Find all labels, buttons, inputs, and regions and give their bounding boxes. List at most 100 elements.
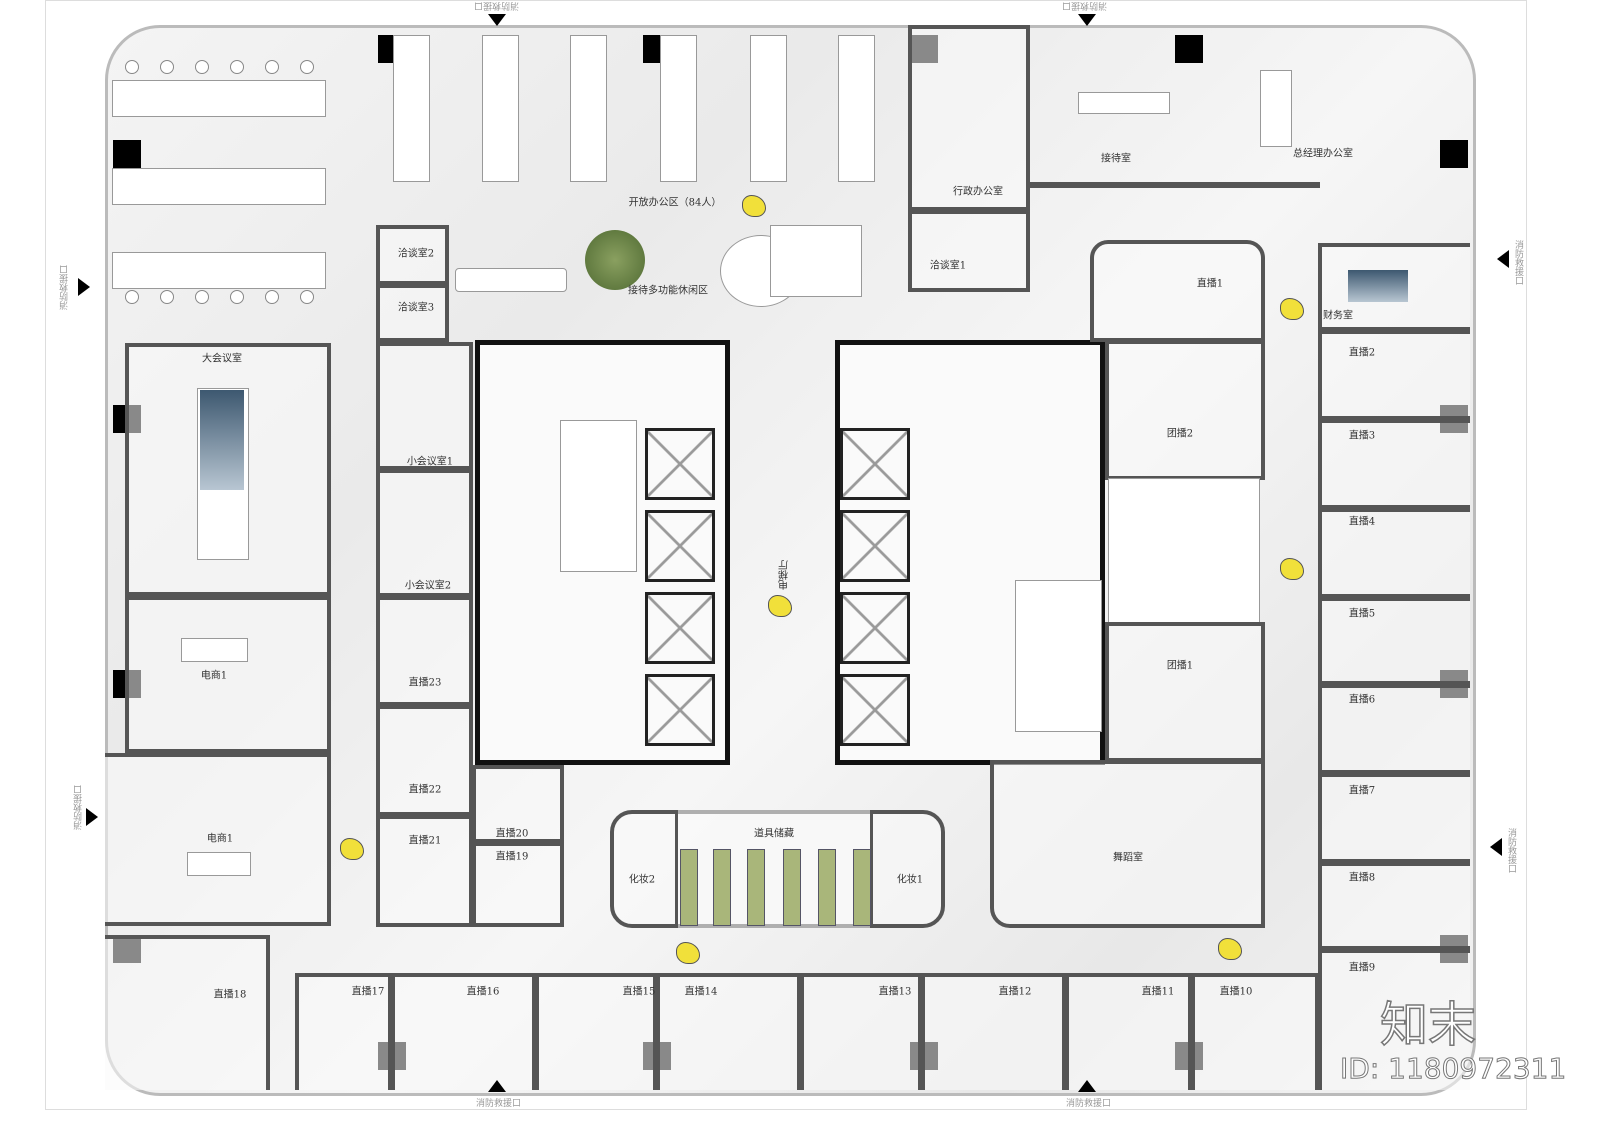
elevator-hall-label: 电梯厅 bbox=[779, 560, 791, 590]
live-room-21-label: 直播21 bbox=[408, 835, 442, 847]
structural-column bbox=[113, 140, 141, 168]
mascot-figure bbox=[340, 838, 364, 860]
chair bbox=[160, 60, 174, 74]
fire-rescue-label-left-1: 消防救援口 bbox=[60, 265, 70, 310]
live-room-20-label: 直播20 bbox=[495, 828, 529, 840]
workstation-row bbox=[112, 80, 326, 117]
live-room-10-label: 直播10 bbox=[1219, 986, 1253, 998]
gm-office-label: 总经理办公室 bbox=[1293, 148, 1353, 160]
workstation-column bbox=[482, 35, 519, 182]
chair bbox=[195, 60, 209, 74]
live-room-7-label: 直播7 bbox=[1348, 785, 1376, 797]
fire-rescue-label-right-2: 消防救援口 bbox=[1506, 828, 1516, 873]
live-room-21 bbox=[376, 815, 473, 927]
live-room-17 bbox=[295, 973, 392, 1090]
live-room-8 bbox=[1318, 862, 1470, 950]
chair bbox=[300, 60, 314, 74]
arrow-down-icon bbox=[1078, 14, 1096, 26]
chair bbox=[195, 290, 209, 304]
arrow-left-icon bbox=[1490, 838, 1502, 856]
negotiation-room-1-label: 洽谈室1 bbox=[929, 260, 967, 272]
conference-screen bbox=[200, 390, 244, 490]
chair bbox=[265, 290, 279, 304]
live-room-5-label: 直播5 bbox=[1348, 608, 1376, 620]
workstation-row bbox=[112, 168, 326, 205]
admin-office-label: 行政办公室 bbox=[953, 186, 1003, 198]
finance-screen bbox=[1348, 270, 1408, 302]
live-room-6 bbox=[1318, 684, 1470, 774]
chair bbox=[125, 60, 139, 74]
live-room-16-label: 直播16 bbox=[466, 986, 500, 998]
live-room-19 bbox=[472, 842, 564, 927]
desk bbox=[187, 852, 251, 876]
live-room-3-label: 直播3 bbox=[1348, 430, 1376, 442]
fire-rescue-label-bottom-1: 消防救援口 bbox=[476, 1099, 522, 1109]
structural-column bbox=[1440, 140, 1468, 168]
finance-room-label: 财务室 bbox=[1323, 310, 1353, 322]
props-storage-label: 道具储藏 bbox=[754, 828, 794, 840]
wall bbox=[1030, 182, 1320, 188]
elevator-k8 bbox=[645, 428, 715, 500]
dance-room bbox=[990, 760, 1265, 928]
live-room-2-label: 直播2 bbox=[1348, 347, 1376, 359]
stair-bleachers bbox=[770, 225, 862, 297]
group-live-room-1 bbox=[1105, 622, 1265, 762]
live-room-10 bbox=[1191, 973, 1319, 1090]
workstation-row bbox=[112, 252, 326, 289]
reception-label: 接待室 bbox=[1101, 153, 1131, 165]
elevator-k7 bbox=[645, 510, 715, 582]
watermark-logo: 知末 bbox=[1379, 996, 1477, 1054]
reception-counter bbox=[455, 268, 567, 292]
storage-rack bbox=[853, 849, 871, 926]
negotiation-room-2-label: 洽谈室2 bbox=[397, 248, 435, 260]
small-meeting-room-2 bbox=[376, 469, 473, 597]
live-room-23 bbox=[376, 596, 473, 706]
negotiation-room-3-label: 洽谈室3 bbox=[397, 302, 435, 314]
stairwell-west bbox=[560, 420, 637, 572]
live-room-19-label: 直播19 bbox=[495, 851, 529, 863]
ecommerce-room-upper-label: 电商1 bbox=[200, 670, 228, 682]
negotiation-room-1 bbox=[908, 210, 1030, 292]
arrow-right-icon bbox=[86, 808, 98, 826]
live-room-8-label: 直播8 bbox=[1348, 872, 1376, 884]
open-office-label: 开放办公区（84人） bbox=[628, 197, 722, 209]
storage-rack bbox=[818, 849, 836, 926]
fire-rescue-label-right-1: 消防救援口 bbox=[1513, 240, 1523, 285]
makeup-room-1-label: 化妆1 bbox=[896, 874, 924, 886]
storage-rack bbox=[680, 849, 698, 926]
elevator-k1 bbox=[840, 674, 910, 746]
live-room-23-label: 直播23 bbox=[408, 677, 442, 689]
group-live-room-2 bbox=[1105, 340, 1265, 480]
fire-rescue-label-bottom-2: 消防救援口 bbox=[1066, 1099, 1112, 1109]
live-room-22 bbox=[376, 705, 473, 816]
live-room-6-label: 直播6 bbox=[1348, 694, 1376, 706]
live-room-13-label: 直播13 bbox=[878, 986, 912, 998]
workstation-column bbox=[660, 35, 697, 182]
watermark-id: ID: 1180972311 bbox=[1339, 1052, 1567, 1086]
elevator-k5 bbox=[645, 674, 715, 746]
live-room-3 bbox=[1318, 419, 1470, 509]
storage-rack bbox=[713, 849, 731, 926]
stairwell-right bbox=[1108, 478, 1260, 625]
live-room-15-label: 直播15 bbox=[622, 986, 656, 998]
elevator-k2 bbox=[840, 592, 910, 664]
workstation-column bbox=[838, 35, 875, 182]
structural-column bbox=[1175, 35, 1203, 63]
reception-lounge-label: 接待多功能休闲区 bbox=[628, 285, 708, 297]
fire-rescue-label-left-2: 消防救援口 bbox=[74, 785, 84, 830]
gm-desk bbox=[1260, 70, 1292, 147]
live-room-18-label: 直播18 bbox=[213, 989, 247, 1001]
fire-rescue-label-top-2: 消防救援口 bbox=[1062, 0, 1108, 10]
live-room-11-label: 直播11 bbox=[1141, 986, 1175, 998]
negotiation-room-3 bbox=[376, 284, 449, 342]
live-room-12-label: 直播12 bbox=[998, 986, 1032, 998]
workstation-column bbox=[750, 35, 787, 182]
live-room-4-label: 直播4 bbox=[1348, 516, 1376, 528]
admin-office bbox=[908, 25, 1030, 211]
live-room-13 bbox=[800, 973, 922, 1090]
arrow-right-icon bbox=[78, 278, 90, 296]
props-storage bbox=[675, 810, 873, 928]
live-room-1-label: 直播1 bbox=[1196, 278, 1224, 290]
live-room-12 bbox=[921, 973, 1066, 1090]
live-room-22-label: 直播22 bbox=[408, 784, 442, 796]
